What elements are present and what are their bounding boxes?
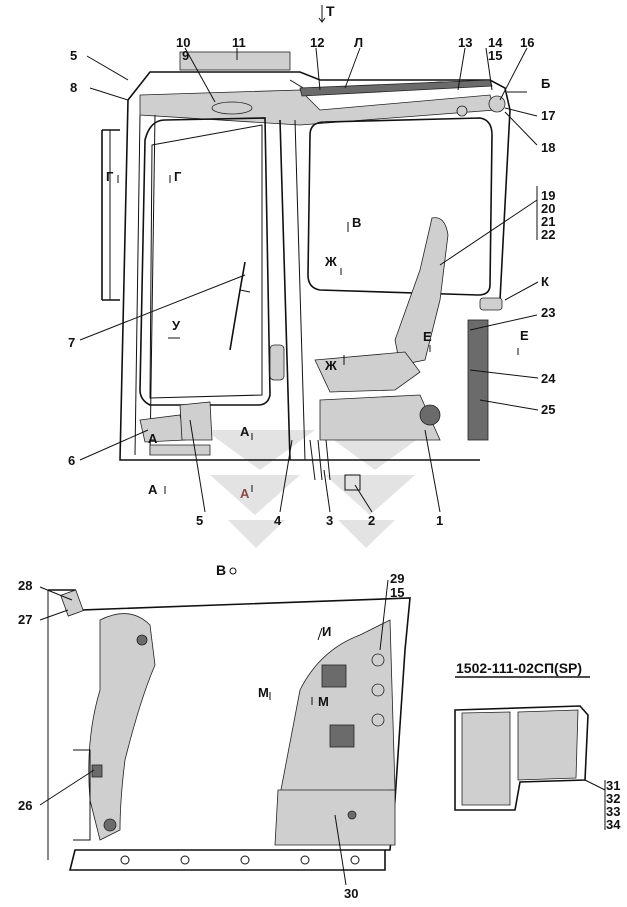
view-t-label: Т (326, 3, 335, 19)
section-m-left-label: М (258, 685, 269, 700)
view-v-lower-label: В (216, 562, 226, 578)
callout-2: 2 (368, 513, 375, 528)
callout-4: 4 (274, 513, 282, 528)
callout-20: 20 (541, 201, 555, 216)
callout-14: 14 (488, 35, 503, 50)
callout-28: 28 (18, 578, 32, 593)
callout-29: 29 (390, 571, 404, 586)
view-v-marker (229, 567, 237, 575)
callout-15-lower: 15 (390, 585, 404, 600)
callout-1: 1 (436, 513, 443, 528)
lower-leader-lines (39, 579, 389, 886)
callout-10: 10 (176, 35, 190, 50)
callout-18: 18 (541, 140, 555, 155)
section-k-label: К (541, 274, 549, 289)
section-a-upper-right-label: А (240, 424, 250, 439)
callout-3: 3 (326, 513, 333, 528)
section-zh-upper-label: Ж (324, 254, 337, 269)
callout-5-top: 5 (70, 48, 77, 63)
section-a-lower-right-label: А (240, 486, 250, 501)
callout-17: 17 (541, 108, 555, 123)
callout-7: 7 (68, 335, 75, 350)
callout-16: 16 (520, 35, 534, 50)
section-a-upper-left-label: А (148, 431, 158, 446)
upper-leader-lines (79, 5, 539, 513)
callout-31: 31 (606, 778, 620, 793)
section-g-right-label: Г (174, 169, 182, 184)
section-i-label: И (322, 624, 331, 639)
section-l-label: Л (354, 35, 363, 50)
cab-lower-view (47, 589, 411, 871)
cab-upper-view (101, 51, 511, 491)
section-b-label: Б (541, 76, 550, 91)
callout-9: 9 (182, 48, 189, 63)
section-v-label: В (352, 215, 361, 230)
section-zh-lower-label: Ж (324, 358, 337, 373)
callout-19: 19 (541, 188, 555, 203)
variant-inset (454, 676, 606, 830)
variant-title: 1502-111-02СП(SP) (456, 660, 582, 676)
callout-5-bottom: 5 (196, 513, 203, 528)
callout-labels: 1 2 3 4 5 5 6 7 8 10 9 11 12 13 14 15 16… (18, 35, 621, 901)
callout-13: 13 (458, 35, 472, 50)
callout-33: 33 (606, 804, 620, 819)
section-e-seat-label: Е (423, 329, 432, 344)
callout-24: 24 (541, 371, 556, 386)
callout-27: 27 (18, 612, 32, 627)
callout-21: 21 (541, 214, 555, 229)
callout-15: 15 (488, 48, 502, 63)
callout-8: 8 (70, 80, 77, 95)
section-labels: Т Л Б Г Г В Ж К У Е Е Ж А А А А В И М М … (106, 3, 582, 709)
callout-6: 6 (68, 453, 75, 468)
callout-12: 12 (310, 35, 324, 50)
callout-22: 22 (541, 227, 555, 242)
section-g-left-label: Г (106, 169, 114, 184)
section-a-lower-left-label: А (148, 482, 158, 497)
callout-32: 32 (606, 791, 620, 806)
callout-25: 25 (541, 402, 555, 417)
callout-34: 34 (606, 817, 621, 832)
callout-26: 26 (18, 798, 32, 813)
callout-11: 11 (232, 35, 246, 50)
section-e-right-label: Е (520, 328, 529, 343)
watermark-logo (205, 430, 430, 548)
callout-30: 30 (344, 886, 358, 901)
section-u-label: У (172, 318, 181, 333)
callout-23: 23 (541, 305, 555, 320)
section-m-right-label: М (318, 694, 329, 709)
